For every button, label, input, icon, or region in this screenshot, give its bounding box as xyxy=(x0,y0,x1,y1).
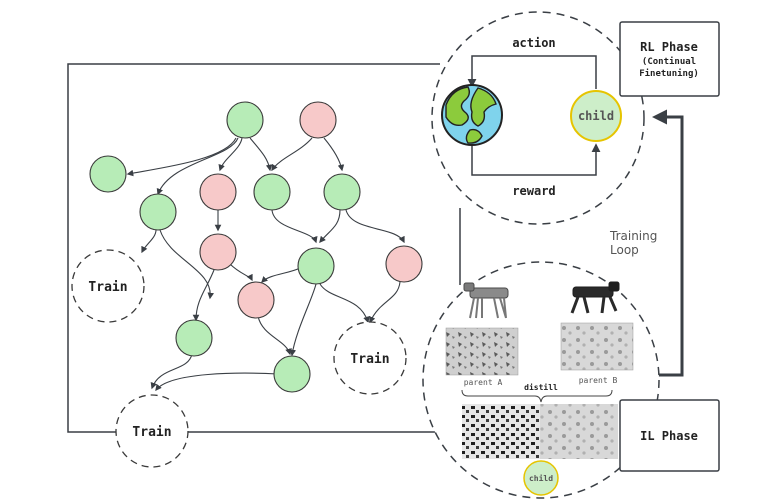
parent-b-terrain-image xyxy=(560,322,634,371)
rl-phase-title: RL Phase xyxy=(640,40,698,54)
tree-node-green xyxy=(297,247,335,285)
il-child-node xyxy=(523,460,559,496)
train-node: Train xyxy=(115,394,189,468)
tree-edges xyxy=(126,137,405,392)
rl-action-label: action xyxy=(512,36,555,50)
train-label: Train xyxy=(132,425,171,440)
tree-node-green xyxy=(89,155,127,193)
parent-a-label: parent A xyxy=(464,378,503,387)
il-child-label: child xyxy=(529,473,553,483)
train-node: Train xyxy=(71,249,145,323)
rl-reward-label: reward xyxy=(512,184,555,198)
train-label: Train xyxy=(350,352,389,367)
distill-brace xyxy=(461,389,613,403)
tree-node-pink xyxy=(237,281,275,319)
distill-label: distill xyxy=(524,382,558,392)
earth-globe-icon xyxy=(441,84,503,146)
tree-nodes xyxy=(89,101,423,393)
rl-loop-arrows xyxy=(467,55,601,176)
rl-phase-subtitle-line1: (Continual xyxy=(642,56,696,67)
robot-b-icon xyxy=(570,281,620,314)
tree-node-green xyxy=(273,355,311,393)
rl-child-label: child xyxy=(578,109,614,123)
rl-phase-subtitle-line2: Finetuning) xyxy=(639,68,699,79)
rl-phase-box xyxy=(619,21,720,97)
tree-node-pink xyxy=(299,101,337,139)
tree-node-pink xyxy=(385,245,423,283)
tree-node-green xyxy=(175,319,213,357)
tree-node-green xyxy=(226,101,264,139)
child-terrain-image xyxy=(462,404,618,459)
rl-child-node xyxy=(570,90,622,142)
il-phase-title: IL Phase xyxy=(640,429,698,443)
training-loop-arrow xyxy=(652,109,684,377)
tree-node-pink xyxy=(199,233,237,271)
il-phase-box xyxy=(619,399,720,472)
rl-phase-circle xyxy=(431,11,645,225)
parent-b-label: parent B xyxy=(579,376,618,385)
training-loop-label-line2: Loop xyxy=(610,243,639,257)
outer-frame xyxy=(67,63,461,433)
tree-node-green xyxy=(323,173,361,211)
robot-a-icon xyxy=(463,282,509,319)
training-loop-label-line1: Training xyxy=(609,229,657,243)
tree-node-green xyxy=(253,173,291,211)
tree-node-pink xyxy=(199,173,237,211)
train-node: Train xyxy=(333,321,407,395)
train-label: Train xyxy=(88,280,127,295)
parent-a-terrain-image xyxy=(445,327,519,376)
tree-node-green xyxy=(139,193,177,231)
